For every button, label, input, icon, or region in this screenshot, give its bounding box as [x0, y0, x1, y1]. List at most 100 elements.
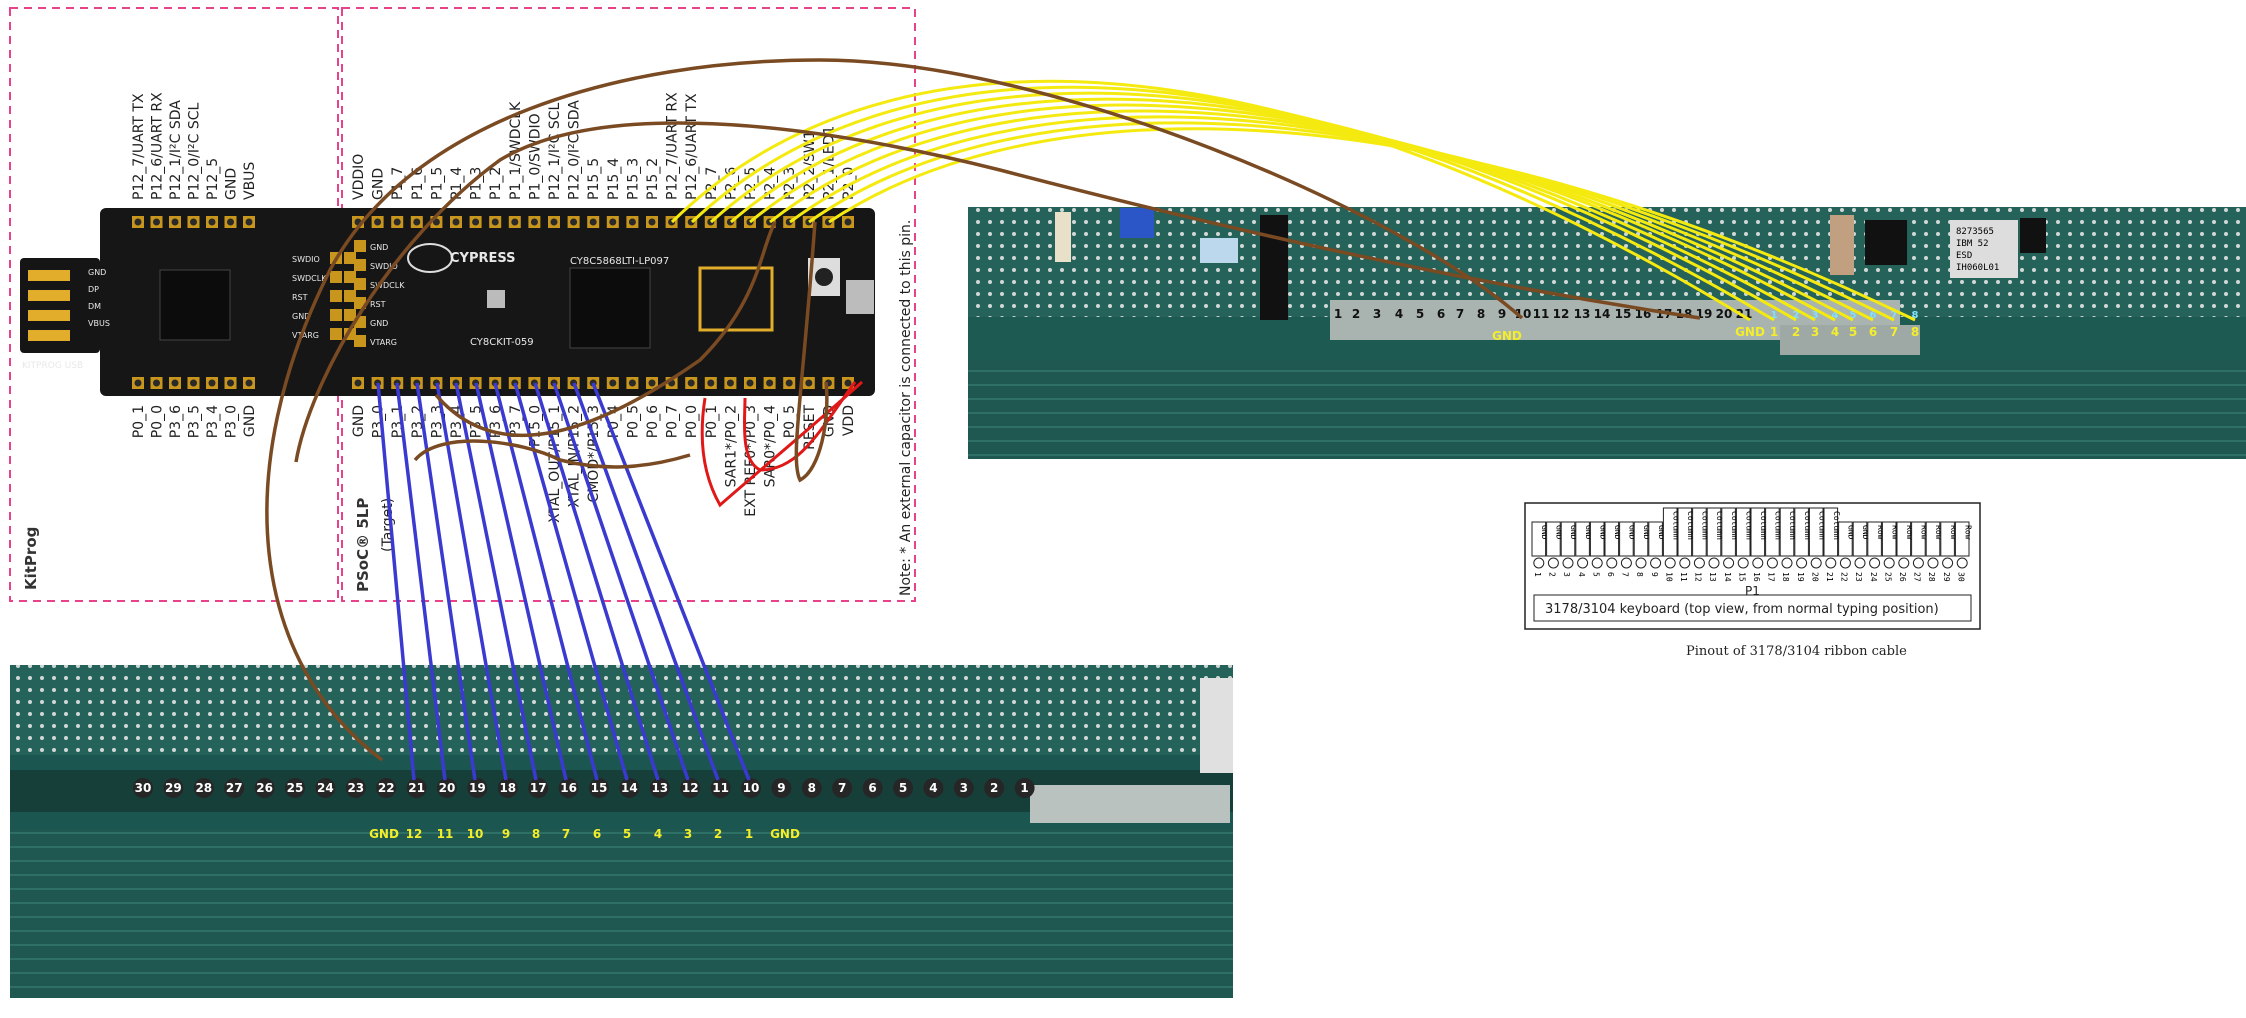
right-signal-label: 1 [1770, 325, 1778, 339]
kitprog-bottom-pin-hole [245, 379, 253, 387]
pinout-cell-number: 9 [1650, 572, 1659, 577]
pinout-pin-circle [1942, 557, 1954, 569]
pinout-cell-type: GND [1628, 525, 1637, 540]
pin-label: P0_0 [684, 405, 700, 438]
pinout-diagram: GND1GND2GND3GND4GND5GND6GND7GND8GND9Colu… [1524, 502, 1981, 659]
pinout-cell-type: Row [1949, 525, 1958, 540]
pin-label: P0_1 [131, 405, 147, 438]
psoc-top-pin-hole [393, 218, 401, 226]
bottom-signal-label: 10 [467, 827, 484, 841]
pinout-cell-number: 16 [1752, 572, 1761, 582]
pinout-cell-number: 10 [1664, 572, 1673, 582]
bottom-pin-pad [619, 778, 640, 798]
bottom-pin-number: 4 [929, 781, 937, 795]
bottom-pin-pad [437, 778, 457, 798]
pinout-cell-number: 27 [1913, 572, 1922, 582]
psoc-top-pin-hole [432, 218, 440, 226]
pinout-cell-type: Column [1759, 511, 1768, 540]
bottom-signal-label: 11 [437, 827, 454, 841]
right-gnd-label: GND [1492, 329, 1522, 343]
pinout-cells: GND1GND2GND3GND4GND5GND6GND7GND8GND9Colu… [1531, 507, 1972, 582]
blue-wire [533, 382, 660, 781]
right-pin-number: 7 [1456, 307, 1464, 321]
brown-wires [265, 58, 1701, 762]
bottom-pin-pad [862, 778, 883, 798]
pinout-cell-number: 28 [1927, 572, 1936, 582]
psoc-side-label: GND [370, 319, 388, 328]
bottom-signal-label: 3 [684, 827, 692, 841]
pinout-cell-type: GND [1847, 525, 1856, 540]
pinout-cell [1823, 507, 1839, 557]
bottom-pin-pad [953, 778, 974, 798]
pin-label: P12_6/UART TX [684, 93, 700, 200]
bottom-signal-label: GND [369, 827, 399, 841]
pinout-cell-number: 25 [1883, 572, 1892, 582]
right-signal-label: 8 [1911, 325, 1919, 339]
kitprog-header-label: VTARG [292, 331, 319, 340]
pinout-cell-number: 24 [1869, 572, 1878, 582]
bottom-pin-number: 8 [808, 781, 816, 795]
pinout-cell-number: 11 [1679, 572, 1688, 582]
pinout-cell-number: 29 [1942, 572, 1951, 582]
right-signal-label: 3 [1811, 325, 1819, 339]
pinout-cell-type: Row [1890, 525, 1899, 540]
kitprog-usb-side-label: VBUS [88, 319, 110, 328]
pin-label: VDD [841, 405, 857, 436]
bottom-pin-pad [224, 778, 245, 798]
pin-label: P12_1/I²C SDA [168, 100, 184, 200]
bottom-pin-number: 26 [256, 781, 273, 795]
pin-label: P1_5 [429, 167, 445, 200]
pin-label: P3_0 [224, 405, 240, 438]
right-signal-pin-mark: 8 [1912, 310, 1919, 321]
bottom-pin-number: 20 [439, 781, 456, 795]
pinout-cell [1911, 521, 1926, 557]
pinout-cell-type: Column [1744, 511, 1753, 540]
kitprog-top-pin-hole [171, 218, 179, 226]
right-pin-number: 9 [1498, 307, 1506, 321]
pinout-pin-circle [1956, 557, 1968, 569]
bottom-pin-number: 1 [1020, 781, 1028, 795]
bottom-signal-label: 6 [593, 827, 601, 841]
right-pin-number: 12 [1553, 307, 1570, 321]
pinout-cell-number: 6 [1606, 572, 1615, 577]
blue-wire [493, 382, 599, 781]
pinout-cell-type: Row [1876, 525, 1885, 540]
yellow-wire [749, 103, 1836, 322]
right-pin-number: 1 [1334, 307, 1342, 321]
pin-label: P3_4 [205, 405, 221, 438]
kitprog-dashed-box [9, 7, 339, 602]
kitprog-usb-side-label: DP [88, 285, 99, 294]
red-wires [700, 380, 864, 508]
pinout-cell-number: 13 [1708, 572, 1717, 582]
kitprog-top-pin-hole [153, 218, 160, 226]
pinout-cell [1575, 521, 1590, 557]
pinout-cell-type: Row [1934, 525, 1943, 540]
yellow-wires [670, 79, 1916, 322]
right-signal-pin-mark: 7 [1891, 310, 1898, 321]
bottom-pin-pad [710, 778, 731, 798]
kitprog-header-label: SWDIO [292, 255, 320, 264]
pinout-cell-number: 12 [1694, 572, 1703, 582]
bottom-pin-number: 9 [777, 781, 785, 795]
pinout-cell [1560, 521, 1576, 557]
bottom-pin-pad [741, 778, 761, 798]
bottom-pin-number: 10 [743, 781, 760, 795]
ibm-chip-line: IBM 52 [1956, 239, 1989, 249]
bottom-signal-label: 2 [714, 827, 722, 841]
pinout-pin-circle [1869, 557, 1881, 569]
bottom-pin-number: 6 [868, 781, 876, 795]
blue-wire [435, 382, 508, 781]
bottom-pin-number: 17 [530, 781, 547, 795]
bottom-pin-number: 14 [621, 781, 638, 795]
bottom-pin-number: 13 [651, 781, 668, 795]
right-pin-number: 6 [1437, 307, 1445, 321]
pinout-pin-circle [1577, 557, 1589, 569]
